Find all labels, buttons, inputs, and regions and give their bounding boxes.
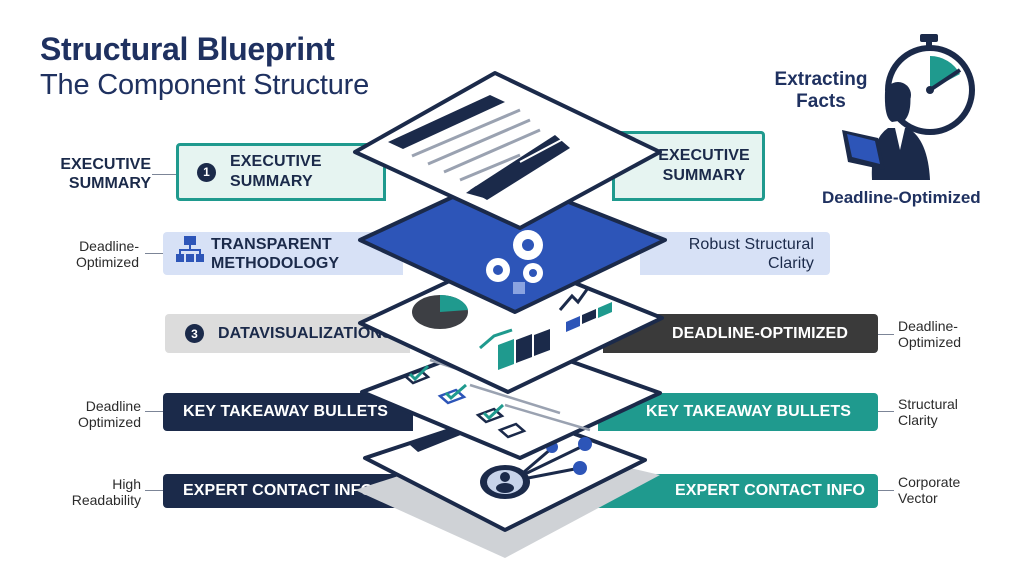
row4-left-label: KEY TAKEAWAY BULLETS [183,403,388,420]
row4-left-band: KEY TAKEAWAY BULLETS [163,393,413,431]
user-network-icon [480,437,592,499]
businesswoman-icon [842,82,930,180]
row2-right-label: Robust Structural Clarity [688,235,814,272]
layer-dataviz [358,253,664,394]
row4-right-side: Structural Clarity [898,396,958,428]
row5-right-label: EXPERT CONTACT INFO [674,482,865,499]
pie-chart-icon [412,294,468,329]
row3-right-side: Deadline-Optimized [898,318,962,350]
row1-left-band: 1 EXECUTIVE SUMMARY [176,143,386,201]
checkbox-icon [402,364,527,439]
row2-left-label: TRANSPARENT METHODOLOGY [211,235,340,272]
corner-subtitle: Deadline-Optimized [822,188,981,207]
row4-right-connector [878,411,894,412]
layer-checklist [360,336,662,460]
layer-executive [353,71,662,230]
page-title: Structural Blueprint [40,31,335,67]
row2-left-connector [145,253,163,254]
corner-title: Extracting Facts [774,69,868,112]
row4-left-side: Deadline Optimized [77,398,141,430]
layer-methodology [358,173,667,314]
row1-left-side: EXECUTIVE SUMMARY [60,156,151,192]
row1-left-label: EXECUTIVE SUMMARY [230,153,322,190]
row5-left-side: High Readability [71,476,141,508]
row1-number-badge: 1 [197,162,216,182]
bar-chart-icon [479,287,612,370]
pen-icon [466,135,570,200]
row3-right-label: DEADLINE-OPTIMIZED [671,324,848,342]
row1-right-label: EXECUTIVE SUMMARY [658,147,750,184]
row5-right-side: Corporate Vector [898,474,961,506]
layer-contact [363,408,647,532]
hierarchy-icon [176,236,204,262]
row3-number-badge: 3 [185,324,204,343]
gears-icon [486,230,543,294]
row5-left-connector [145,490,163,491]
row3-right-band: DEADLINE-OPTIMIZED [603,314,878,353]
row3-left-label: DATAVISUALIZATIONS [218,324,393,342]
row2-left-side: Deadline-Optimized [75,238,139,270]
row4-right-label: KEY TAKEAWAY BULLETS [646,403,851,420]
row1-left-connector [152,174,176,175]
row1-right-band: EXECUTIVE SUMMARY [612,131,765,201]
row5-right-connector [878,490,894,491]
row2-right-band: Robust Structural Clarity [640,232,830,275]
row4-left-connector [145,411,163,412]
page-subtitle: The Component Structure [40,69,370,101]
row3-right-connector [878,334,894,335]
row5-left-label: EXPERT CONTACT INFO [183,482,374,499]
